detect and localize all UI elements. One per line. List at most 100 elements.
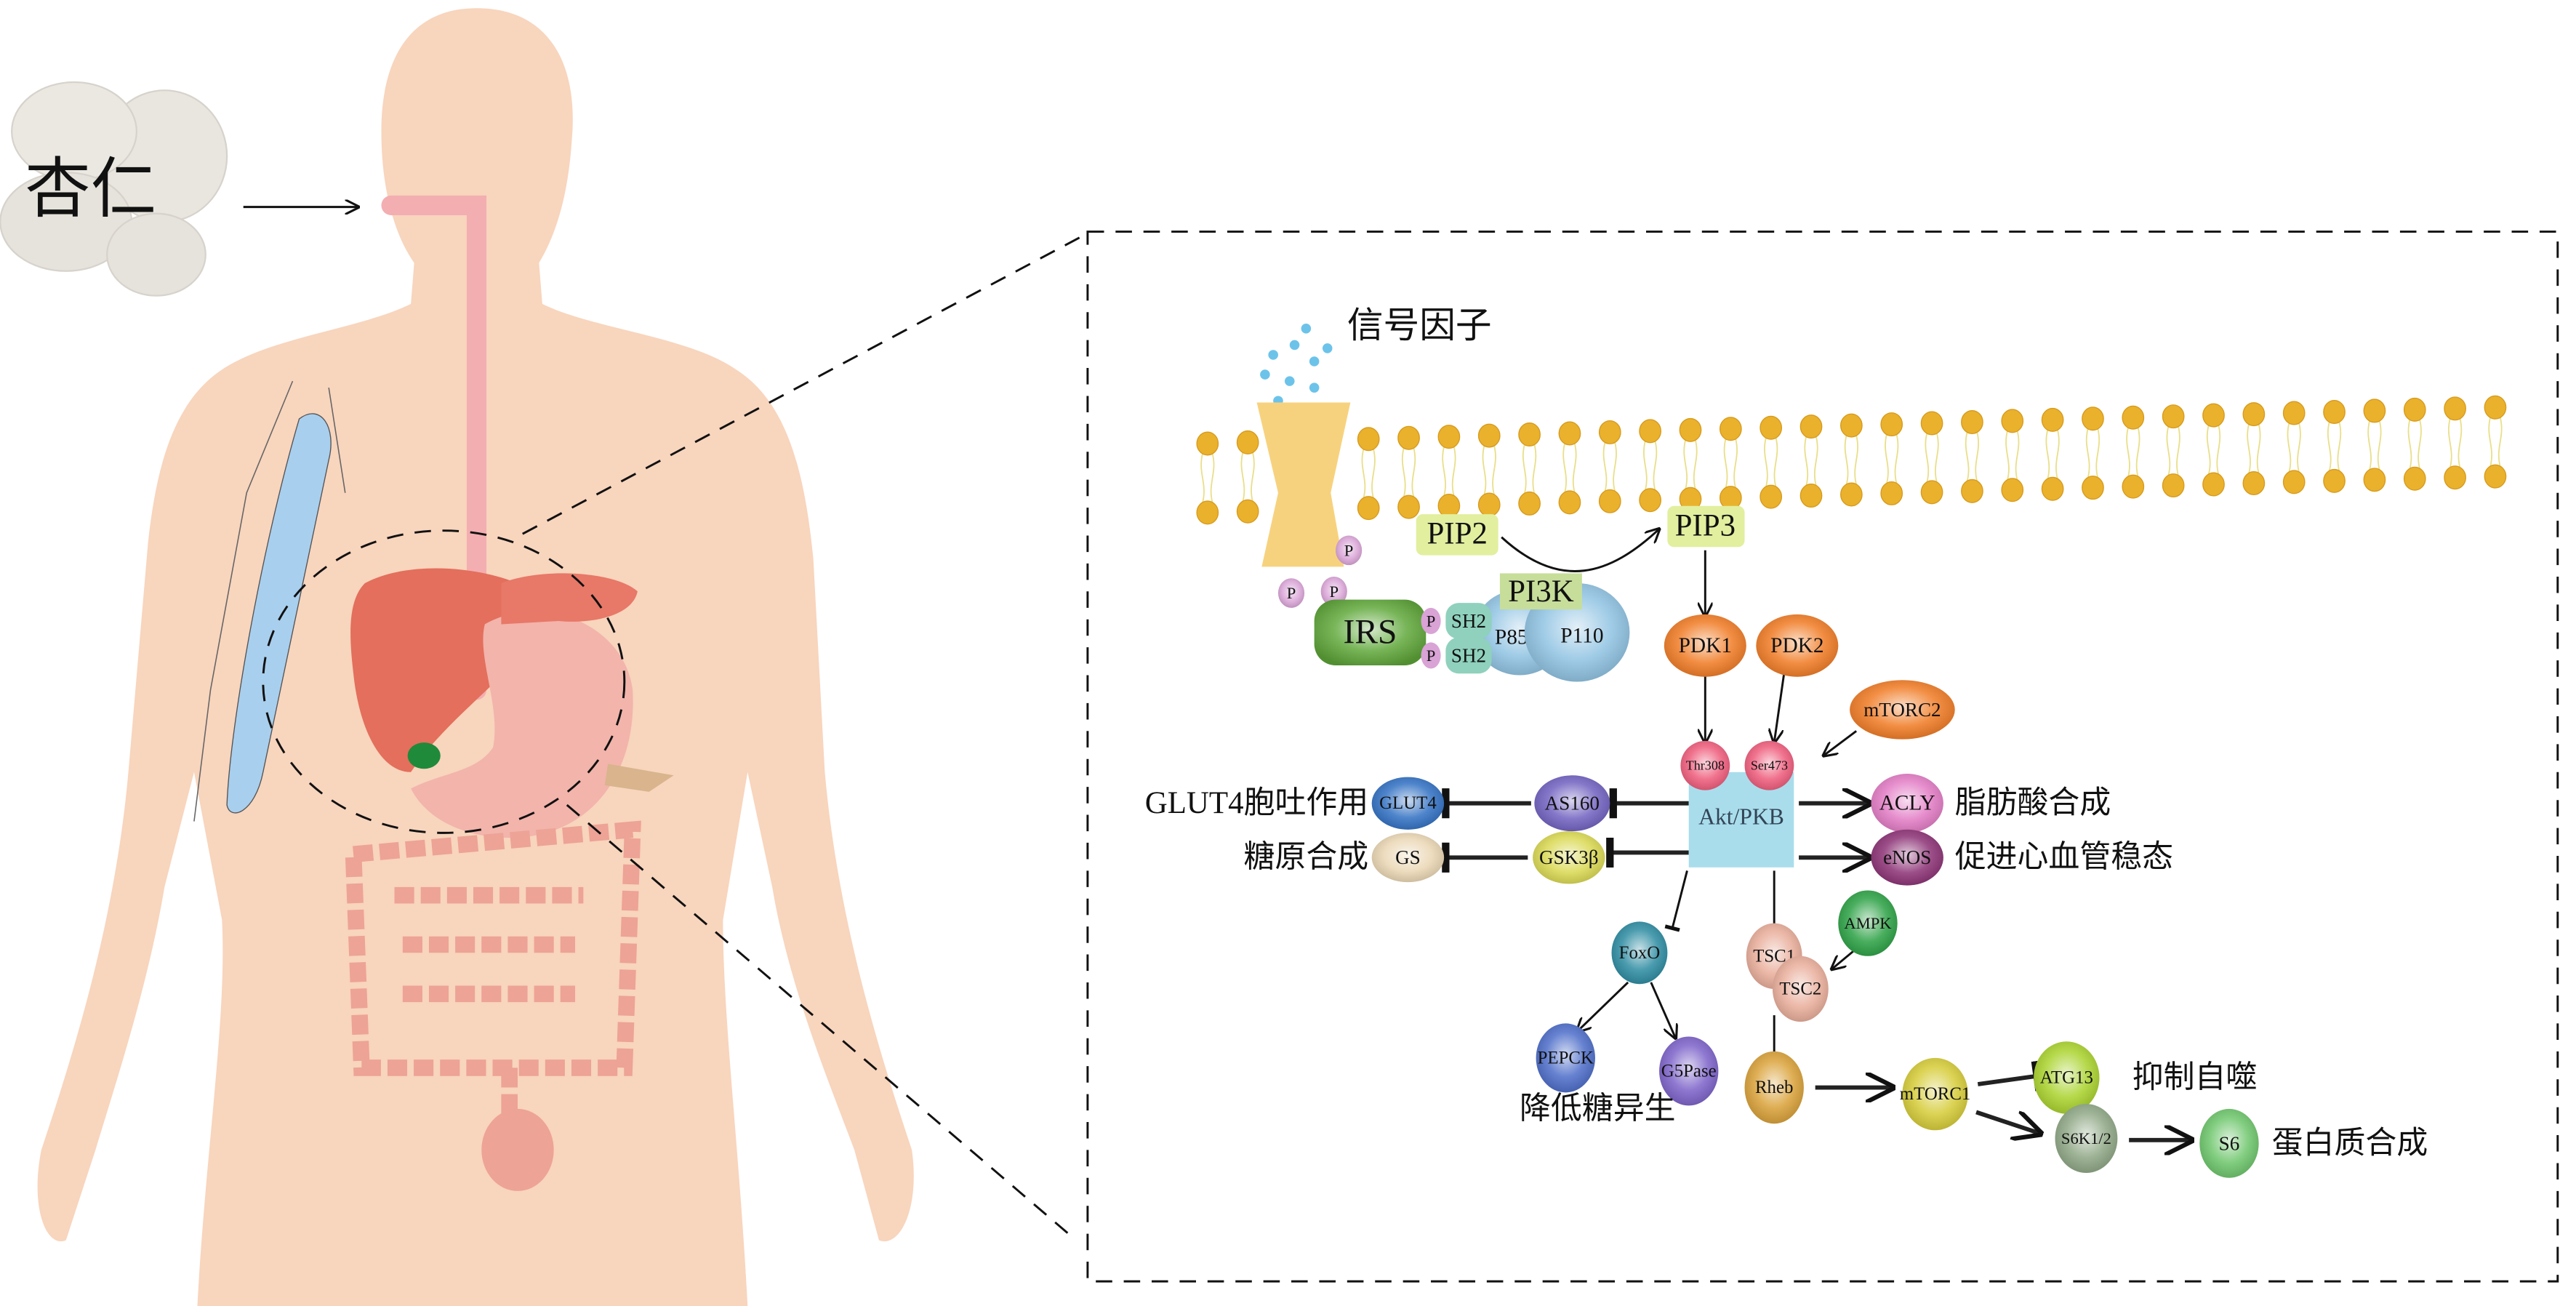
ser473-ball [1744, 740, 1794, 790]
signal-dots [1260, 324, 1333, 413]
insulin-receptor [1256, 402, 1351, 567]
lipid-head [2041, 407, 2064, 432]
mtorc1-node: mTORC1 [1900, 1057, 1970, 1131]
foxo-label: FoxO [1619, 943, 1661, 963]
lipid-head [1397, 494, 1420, 519]
lipid-head [1558, 490, 1581, 515]
acly-node: ACLY [1871, 774, 1943, 833]
lipid-head [2242, 470, 2266, 495]
lipid-tail [1925, 433, 1939, 483]
lipid-head [1840, 413, 1863, 438]
lipid-tail [1965, 431, 1980, 482]
lipid-head [1639, 488, 1661, 513]
pathway-panel [1086, 231, 2559, 1283]
lipid-head [2282, 470, 2306, 494]
lipid-tail [1482, 445, 1496, 495]
almond-label: 杏仁 [25, 152, 156, 225]
lipid-tail [2447, 418, 2463, 468]
thr308-label: Thr308 [1686, 758, 1725, 773]
lipid-head [1518, 422, 1541, 447]
pdk2-ball [1756, 614, 1839, 677]
glut4-node: GLUT4 [1371, 777, 1445, 830]
lipid-head [1920, 411, 1943, 436]
thr308-ball [1680, 740, 1730, 790]
cell-membrane [1196, 395, 2507, 525]
lipid-head [2162, 473, 2185, 498]
lipid-head [1719, 486, 1742, 510]
intestines [345, 820, 641, 1134]
lipid-head [1357, 427, 1380, 452]
lipid-head [1719, 417, 1742, 441]
svg-text:P: P [1287, 584, 1296, 602]
svg-text:PIP3: PIP3 [1675, 508, 1736, 542]
lipid-tail [1602, 441, 1617, 492]
lipid-tail [1240, 452, 1255, 502]
svg-text:PI3K: PI3K [1508, 574, 1574, 609]
gs-ball [1371, 833, 1445, 883]
gallbladder [407, 742, 441, 769]
tsc2-label: TSC2 [1779, 979, 1821, 998]
phospho-p1: P [1336, 535, 1363, 566]
ampk-node: AMPK [1838, 890, 1898, 956]
lipid-tail [2287, 422, 2301, 473]
enos-node: eNOS [1871, 829, 1943, 886]
tsc2-node: TSC2 [1772, 956, 1829, 1022]
lipid-head [1437, 494, 1461, 518]
as160-ball [1534, 775, 1610, 832]
as160-label: AS160 [1545, 793, 1600, 814]
gsk3b-ball [1533, 831, 1605, 884]
lipid-tail [1643, 441, 1658, 491]
lipid-head [2323, 399, 2346, 424]
lipid-head [2202, 403, 2225, 428]
atg13-node: ATG13 [2034, 1041, 2100, 1114]
g5pase-ball [1659, 1036, 1719, 1106]
signal-factor-label: 信号因子 [1347, 305, 1492, 345]
lipid-head [2082, 476, 2104, 500]
ser473-node: Ser473 [1744, 740, 1794, 790]
lipid-tail [1401, 447, 1416, 497]
human-body [37, 8, 914, 1306]
lipid-head [1558, 421, 1581, 446]
lipid-head [1799, 414, 1823, 439]
s6-ball [2199, 1108, 2259, 1178]
lipid-head [2282, 401, 2306, 425]
gs-node: GS [1371, 833, 1445, 883]
enos-label: eNOS [1883, 846, 1931, 868]
thr308-node: Thr308 [1680, 740, 1730, 790]
lipid-tail [2206, 425, 2221, 475]
pdk2-to-ser473-arrow [1774, 673, 1786, 742]
lipid-head [1880, 412, 1903, 437]
phospho-sh2-top: P [1421, 607, 1441, 635]
lipid-head [1477, 492, 1501, 517]
lipid-tail [2085, 428, 2100, 478]
rectum [481, 1108, 554, 1191]
pepck-node: PEPCK [1536, 1023, 1595, 1093]
lipid-tail [1764, 437, 1778, 487]
rheb-ball [1744, 1051, 1804, 1124]
pdk1-node: PDK1 [1664, 614, 1746, 677]
lipid-head [2242, 402, 2266, 427]
foxo-ball [1611, 921, 1668, 985]
irs-node: IRS [1314, 599, 1427, 665]
glut4-label: GLUT4 [1379, 793, 1437, 813]
lipid-tail [2005, 430, 2020, 481]
lipid-head [2484, 464, 2507, 489]
foxo-node: FoxO [1611, 921, 1668, 985]
pdk2-node: PDK2 [1756, 614, 1839, 677]
effect-fatty-acid-synthesis: 脂肪酸合成 [1955, 786, 2111, 820]
lipid-head [1679, 417, 1702, 442]
g5pase-label: G5Pase [1661, 1061, 1717, 1081]
lipid-head [1961, 478, 1983, 503]
lipid-tail [2247, 423, 2261, 474]
svg-text:P85: P85 [1495, 626, 1528, 649]
ser473-label: Ser473 [1751, 758, 1788, 773]
svg-text:P110: P110 [1560, 624, 1603, 647]
pip2-to-pip3-arrow [1501, 529, 1659, 572]
lipid-head [2001, 409, 2024, 433]
lipid-head [1397, 425, 1420, 450]
zoom-circle [262, 529, 626, 834]
gsk3b-label: GSK3β [1539, 846, 1599, 868]
mtorc2-label: mTORC2 [1863, 699, 1941, 721]
sh2-top: SH2 [1445, 603, 1492, 639]
glut4-ball [1371, 777, 1445, 830]
